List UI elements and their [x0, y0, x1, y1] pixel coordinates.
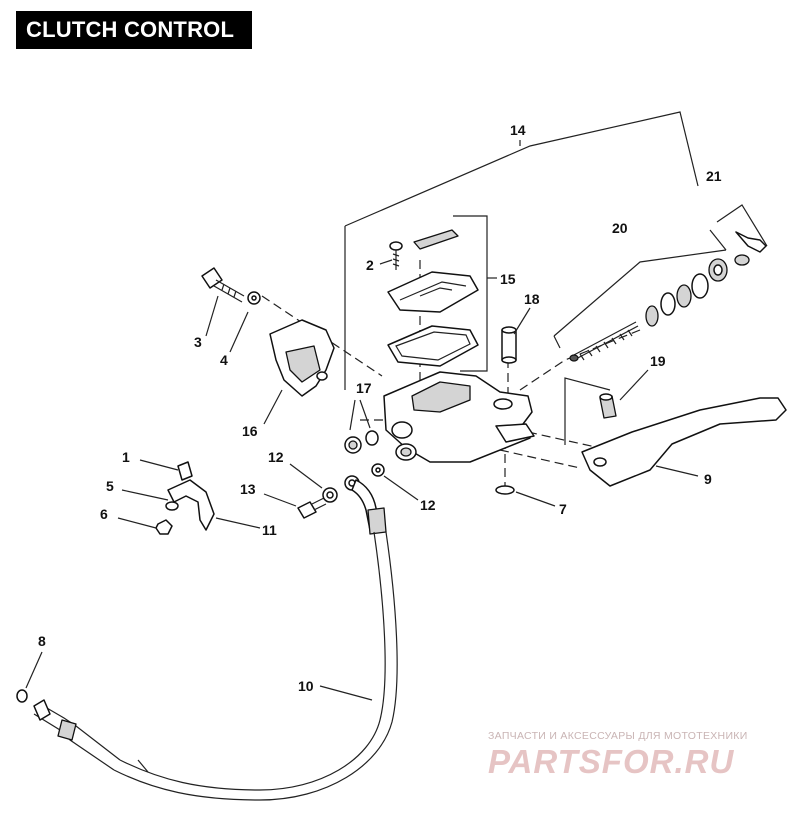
callout-14: 14 [510, 122, 526, 138]
clip-part-7 [495, 485, 515, 495]
callout-4: 4 [220, 352, 228, 368]
leader-lines [25, 259, 699, 701]
callout-8: 8 [38, 633, 46, 649]
callout-17: 17 [356, 380, 372, 396]
pivot-pin-part-18 [501, 326, 517, 364]
switch-part-17 [344, 430, 379, 454]
bolt-part-3 [201, 267, 245, 303]
callout-9: 9 [704, 471, 712, 487]
callout-20: 20 [612, 220, 628, 236]
master-cylinder-body [383, 371, 535, 463]
callout-12-lower: 12 [420, 497, 436, 513]
callout-3: 3 [194, 334, 202, 350]
reservoir-cover-part-15 [387, 229, 479, 367]
clamp-part-16 [269, 319, 335, 397]
assembly-20-bracket [553, 229, 727, 349]
watermark-logo: PARTSFOR.RU [488, 743, 735, 780]
diagram-title: CLUTCH CONTROL [16, 11, 252, 49]
screw-part-2 [389, 241, 403, 270]
callout-1: 1 [122, 449, 130, 465]
callout-18: 18 [524, 291, 540, 307]
callout-labels: 14 21 20 2 15 18 3 4 17 19 16 9 1 12 5 1… [38, 122, 722, 694]
callout-11: 11 [262, 522, 277, 538]
callout-5: 5 [106, 478, 114, 494]
callout-13: 13 [240, 481, 256, 497]
washer-part-4 [247, 291, 261, 305]
assembly-19-bracket [564, 377, 611, 445]
piston-spring-part-20 [569, 258, 728, 362]
watermark-subtitle: ЗАПЧАСТИ И АКСЕССУАРЫ ДЛЯ МОТОТЕХНИКИ [488, 730, 748, 742]
callout-15: 15 [500, 271, 516, 287]
callout-2: 2 [366, 257, 374, 273]
callout-10: 10 [298, 678, 314, 694]
assembly-15-bracket [453, 215, 497, 372]
callout-16: 16 [242, 423, 258, 439]
clutch-hose-part-10 [33, 479, 398, 801]
clutch-lever-part-9 [581, 397, 787, 487]
assembly-21-bracket [716, 204, 768, 247]
callout-21: 21 [706, 168, 722, 184]
callout-7: 7 [559, 501, 567, 517]
callout-19: 19 [650, 353, 666, 369]
oring-part-8 [16, 689, 28, 703]
bushing-part-19 [599, 393, 617, 419]
callout-12-upper: 12 [268, 449, 284, 465]
assembly-14-bracket [344, 111, 699, 390]
bracket-set-parts-1-5-6-11 [155, 461, 215, 535]
clip-part-21 [734, 231, 767, 266]
callout-6: 6 [100, 506, 108, 522]
